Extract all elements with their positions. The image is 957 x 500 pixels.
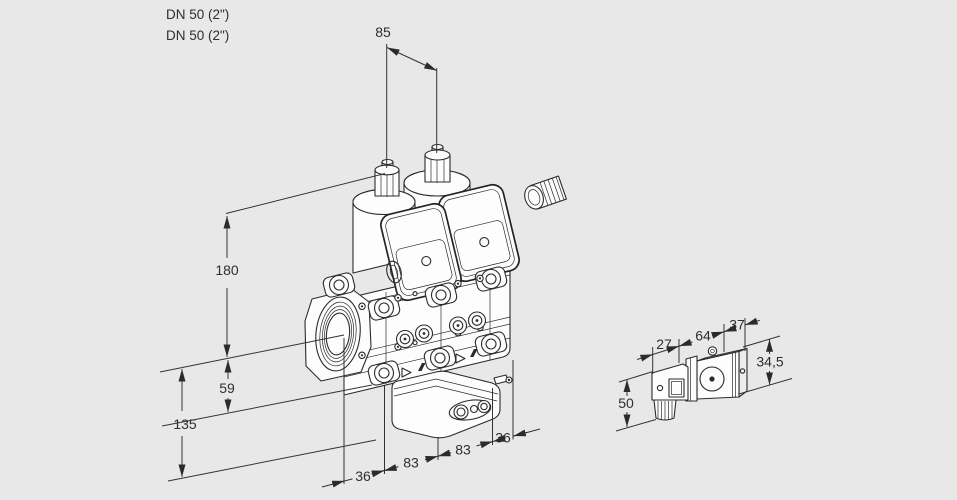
dim-34-5-label: 34,5: [756, 354, 783, 370]
dn-label-1: DN 50 (2"): [166, 7, 229, 22]
dim-27-label: 27: [656, 336, 672, 352]
flange-bolts: [322, 266, 508, 386]
dim-135-label: 135: [173, 416, 197, 432]
solenoid-detail-drawing: [651, 346, 748, 421]
dim-chain-36-left-label: 36: [355, 468, 371, 484]
body-screws: [358, 274, 487, 360]
left-actuator-cap: [374, 158, 400, 197]
knurled-nut: [653, 399, 677, 421]
dim-37-label: 37: [729, 317, 745, 333]
inlet-flange: [304, 288, 372, 382]
flow-direction-marks: [401, 349, 478, 378]
cylinder-port-ring: [386, 260, 402, 284]
dim-64-label: 64: [695, 328, 711, 344]
dim-85-label: 85: [375, 24, 391, 40]
dn-label-2: DN 50 (2"): [166, 28, 229, 43]
drawing-labels: DN 50 (2") DN 50 (2") 85 180 59 135 36 8…: [166, 7, 784, 484]
dim-50-label: 50: [618, 395, 634, 411]
cable-gland-fitting: [524, 175, 567, 210]
dim-180-label: 180: [215, 262, 239, 278]
right-actuator-cap: [424, 143, 451, 183]
dim-chain-83-right-label: 83: [455, 442, 471, 458]
dim-chain-83-left-label: 83: [403, 455, 419, 471]
bottom-actuator-block: [391, 370, 513, 439]
valve-isometric-drawing: [304, 143, 567, 439]
dim-chain-36-right-label: 36: [495, 430, 511, 446]
dim-59-label: 59: [219, 380, 235, 396]
dimension-annotations: [159, 44, 793, 488]
